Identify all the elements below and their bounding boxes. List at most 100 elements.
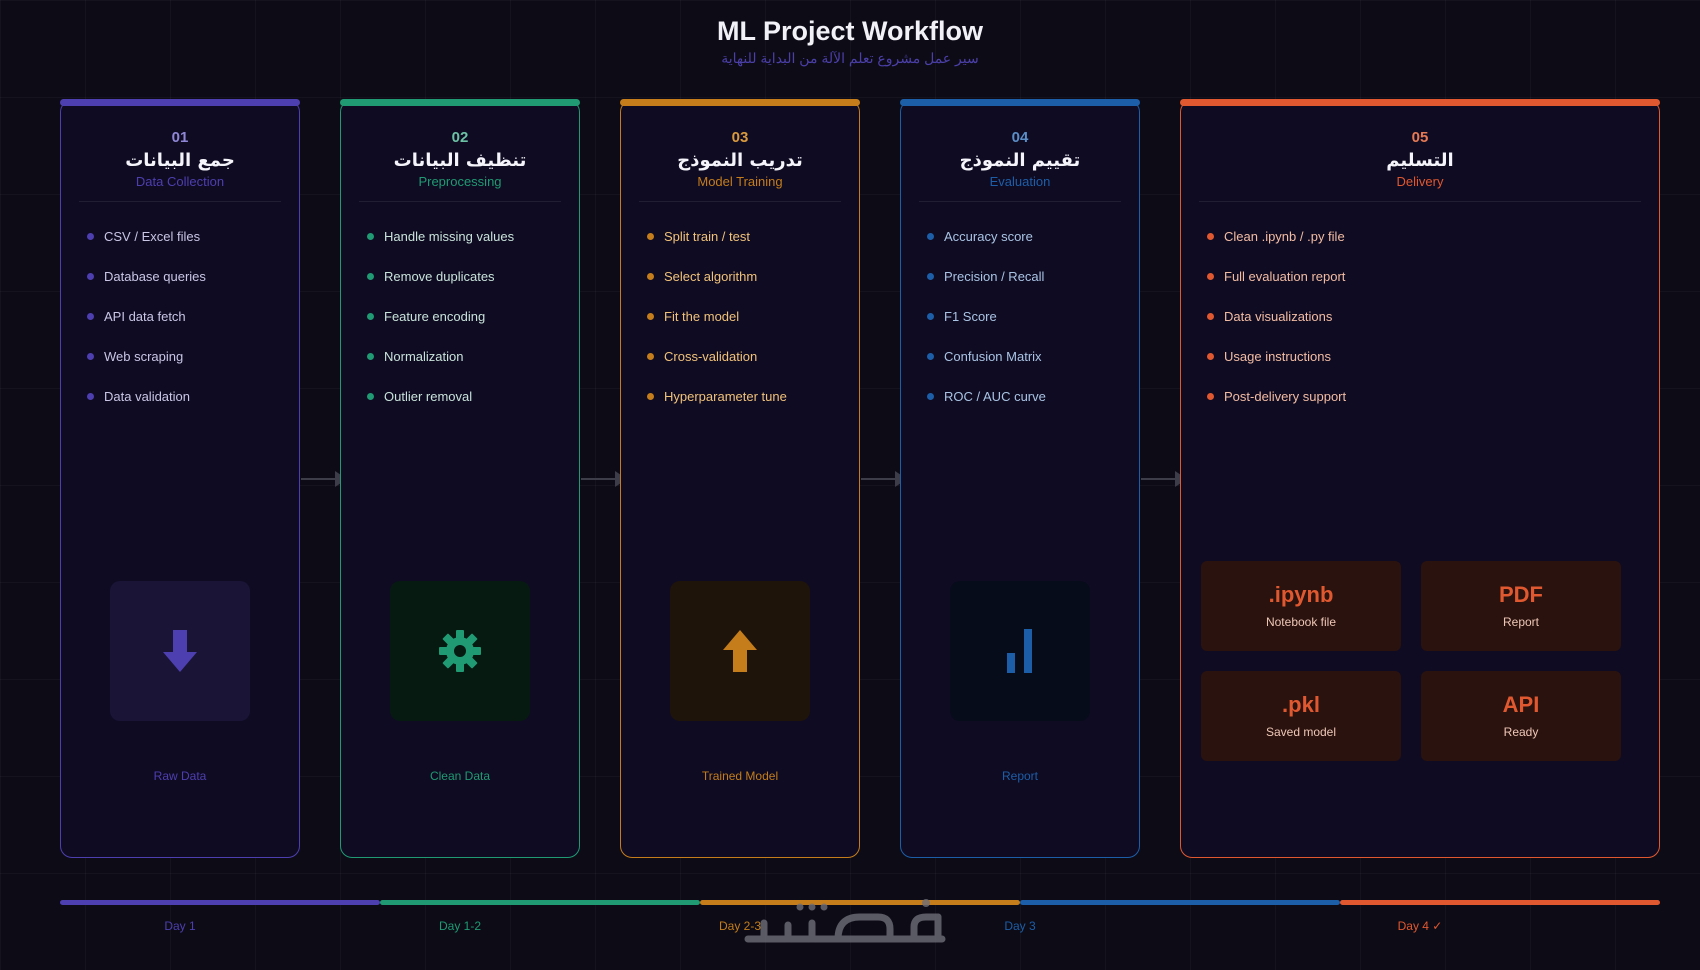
flow-arrow xyxy=(301,471,347,487)
bullet-dot xyxy=(87,232,94,240)
deliverable-format: .ipynb xyxy=(1268,582,1334,607)
stage-title-en: Data Collection xyxy=(135,174,225,189)
bullet-dot xyxy=(927,272,934,280)
stage-number: 01 xyxy=(171,129,189,146)
timeline-segment-3 xyxy=(700,900,1020,905)
stage-icon-box xyxy=(390,581,530,721)
stage-output-label: Report xyxy=(1001,769,1039,783)
stage-output-label: Trained Model xyxy=(701,769,779,783)
stage-number: 02 xyxy=(451,129,469,146)
bullet-dot xyxy=(927,352,934,360)
stage-title-en: Delivery xyxy=(1396,174,1444,189)
list-item: Web scraping xyxy=(87,336,299,376)
stage-item-list: Split train / test Select algorithm Fit … xyxy=(621,202,859,416)
deliverable-label: Ready xyxy=(1503,725,1539,739)
deliverable-label: Report xyxy=(1502,615,1540,629)
divider xyxy=(359,201,561,202)
stage-output-label: Raw Data xyxy=(153,769,207,783)
timeline-label: Day 2-3 xyxy=(718,919,762,933)
list-item: Cross-validation xyxy=(647,336,859,376)
bullet-dot xyxy=(87,392,94,400)
stage-title-ar: جمع البيانات xyxy=(125,150,235,171)
list-item: Normalization xyxy=(367,336,579,376)
bullet-dot xyxy=(1207,352,1214,360)
watermark-logo xyxy=(744,899,946,943)
bullet-dot xyxy=(927,232,934,240)
bullet-dot xyxy=(367,392,374,400)
stage-title-ar: التسليم xyxy=(1386,150,1454,171)
bar-chart-icon xyxy=(1007,629,1032,673)
stage-top-bar xyxy=(900,99,1140,106)
stage-icon-box xyxy=(670,581,810,721)
list-item: Usage instructions xyxy=(1207,336,1659,376)
flow-arrow xyxy=(581,471,627,487)
list-item: CSV / Excel files xyxy=(87,216,299,256)
deliverable-label: Notebook file xyxy=(1265,615,1337,629)
stage-card-delivery: 05 التسليم Delivery Clean .ipynb / .py f… xyxy=(1180,99,1660,858)
timeline-segment-4 xyxy=(1020,900,1340,905)
bullet-dot xyxy=(1207,312,1214,320)
list-item: Data visualizations xyxy=(1207,296,1659,336)
list-item: Split train / test xyxy=(647,216,859,256)
bullet-dot xyxy=(647,232,654,240)
bullet-dot xyxy=(1207,232,1214,240)
upload-arrow-icon xyxy=(723,630,757,672)
bullet-dot xyxy=(87,352,94,360)
deliverable-card-pdf: PDF Report xyxy=(1421,561,1621,651)
list-item: Hyperparameter tune xyxy=(647,376,859,416)
list-item: Database queries xyxy=(87,256,299,296)
stage-card-data-collection: 01 جمع البيانات Data Collection CSV / Ex… xyxy=(60,99,300,858)
page-title: ML Project Workflow xyxy=(716,16,984,46)
stage-title-ar: تدريب النموذج xyxy=(677,150,803,171)
bullet-dot xyxy=(927,392,934,400)
divider xyxy=(919,201,1121,202)
stage-top-bar xyxy=(620,99,860,106)
bullet-dot xyxy=(927,312,934,320)
list-item: Accuracy score xyxy=(927,216,1139,256)
list-item: Full evaluation report xyxy=(1207,256,1659,296)
stage-item-list: Handle missing values Remove duplicates … xyxy=(341,202,579,416)
deliverable-card-notebook: .ipynb Notebook file xyxy=(1201,561,1401,651)
bullet-dot xyxy=(87,272,94,280)
bullet-dot xyxy=(87,312,94,320)
bullet-dot xyxy=(367,272,374,280)
bullet-dot xyxy=(647,352,654,360)
stage-title-ar: تنظيف البيانات xyxy=(393,150,527,171)
list-item: Clean .ipynb / .py file xyxy=(1207,216,1659,256)
stage-item-list: Clean .ipynb / .py file Full evaluation … xyxy=(1181,202,1659,416)
stage-top-bar xyxy=(340,99,580,106)
stage-icon-box xyxy=(110,581,250,721)
stage-card-model-training: 03 تدريب النموذج Model Training Split tr… xyxy=(620,99,860,858)
bullet-dot xyxy=(367,232,374,240)
list-item: Select algorithm xyxy=(647,256,859,296)
list-item: Feature encoding xyxy=(367,296,579,336)
deliverable-format: API xyxy=(1502,692,1540,717)
deliverable-card-pkl: .pkl Saved model xyxy=(1201,671,1401,761)
stage-top-bar xyxy=(1180,99,1660,106)
list-item: Remove duplicates xyxy=(367,256,579,296)
timeline-label: Day 4 ✓ xyxy=(1397,919,1443,933)
bullet-dot xyxy=(647,392,654,400)
stage-card-evaluation: 04 تقييم النموذج Evaluation Accuracy sco… xyxy=(900,99,1140,858)
download-arrow-icon xyxy=(163,630,197,672)
list-item: Post-delivery support xyxy=(1207,376,1659,416)
deliverable-format: .pkl xyxy=(1282,692,1320,717)
stage-title-en: Evaluation xyxy=(989,174,1051,189)
timeline-label: Day 3 xyxy=(1004,919,1036,933)
list-item: Outlier removal xyxy=(367,376,579,416)
bullet-dot xyxy=(1207,272,1214,280)
timeline-label: Day 1 xyxy=(164,919,196,933)
list-item: F1 Score xyxy=(927,296,1139,336)
page-subtitle: سير عمل مشروع تعلم الآلة من البداية للنه… xyxy=(721,50,979,66)
stage-title-en: Preprocessing xyxy=(418,174,502,189)
stage-top-bar xyxy=(60,99,300,106)
timeline-label: Day 1-2 xyxy=(438,919,482,933)
list-item: Fit the model xyxy=(647,296,859,336)
divider xyxy=(1199,201,1641,202)
stage-item-list: CSV / Excel files Database queries API d… xyxy=(61,202,299,416)
stage-number: 04 xyxy=(1011,129,1029,146)
list-item: Handle missing values xyxy=(367,216,579,256)
stage-item-list: Accuracy score Precision / Recall F1 Sco… xyxy=(901,202,1139,416)
stage-number: 05 xyxy=(1411,129,1429,146)
list-item: Confusion Matrix xyxy=(927,336,1139,376)
